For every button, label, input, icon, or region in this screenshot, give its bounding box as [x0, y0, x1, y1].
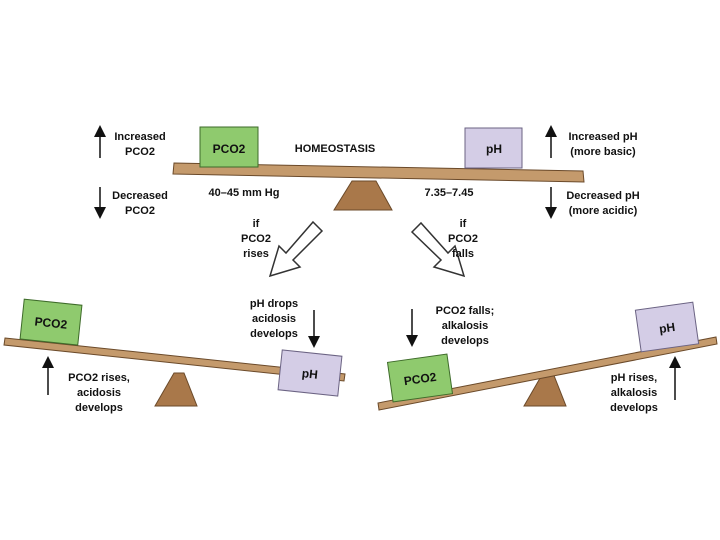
left-pco2-note-line2: acidosis: [77, 387, 121, 399]
right-ph-note-line3: develops: [610, 402, 658, 414]
top-pco2-box: [199, 126, 259, 168]
right-seesaw: PCO2 pH PCO2 falls; alkalosis develops p…: [377, 301, 718, 414]
right-pco2-note-line3: develops: [441, 335, 489, 347]
top-seesaw: PCO2 pH HOMEOSTASIS 40–45 mm Hg 7.35–7.4…: [172, 126, 585, 211]
top-pco2-range: 40–45 mm Hg: [209, 187, 280, 199]
transition-left-line3: rises: [243, 248, 269, 260]
decreased-ph-line2: (more acidic): [569, 205, 638, 217]
right-pco2-box: [386, 353, 454, 403]
top-right-legend: Increased pH (more basic) Decreased pH (…: [545, 125, 640, 219]
left-pco2-label: PCO2: [34, 314, 68, 331]
transition-right-line1: if: [460, 218, 467, 230]
left-pco2-note-line3: develops: [75, 402, 123, 414]
left-ph-note-line1: pH drops: [250, 298, 298, 310]
left-pco2-note-line1: PCO2 rises,: [68, 372, 130, 384]
left-plank: [3, 337, 346, 382]
transition-right-line2: PCO2: [448, 233, 478, 245]
right-plank: [377, 336, 718, 411]
left-fulcrum: [154, 372, 198, 407]
top-pco2-label: PCO2: [213, 142, 246, 156]
decreased-ph-line1: Decreased pH: [566, 190, 639, 202]
transition-left-line1: if: [253, 218, 260, 230]
transition-left-line2: PCO2: [241, 233, 271, 245]
left-seesaw: PCO2 pH pH drops acidosis develops PCO2 …: [3, 298, 346, 414]
left-ph-box: [277, 349, 343, 397]
increased-ph-line2: (more basic): [570, 146, 636, 158]
transition-right: if PCO2 falls: [410, 218, 478, 278]
increased-pco2-line2: PCO2: [125, 146, 155, 158]
right-ph-label: pH: [658, 320, 676, 336]
left-ph-note-line2: acidosis: [252, 313, 296, 325]
decreased-pco2-line2: PCO2: [125, 205, 155, 217]
top-plank: [172, 162, 585, 183]
transition-right-line3: falls: [452, 248, 474, 260]
top-title: HOMEOSTASIS: [295, 143, 375, 155]
decreased-pco2-line1: Decreased: [112, 190, 168, 202]
top-ph-range: 7.35–7.45: [425, 187, 474, 199]
hollow-arrow-icon: [410, 221, 466, 278]
hollow-arrow-icon: [268, 220, 324, 278]
transition-left: if PCO2 rises: [241, 218, 324, 278]
left-ph-note-line3: develops: [250, 328, 298, 340]
left-pco2-box: [19, 298, 83, 346]
increased-ph-line1: Increased pH: [568, 131, 637, 143]
right-ph-note-line2: alkalosis: [611, 387, 657, 399]
top-ph-box: [464, 127, 523, 169]
left-ph-label: pH: [301, 366, 318, 382]
right-pco2-label: PCO2: [403, 370, 438, 388]
right-pco2-note-line2: alkalosis: [442, 320, 488, 332]
top-fulcrum: [333, 180, 393, 211]
right-ph-box: [634, 301, 700, 353]
increased-pco2-line1: Increased: [114, 131, 165, 143]
top-left-legend: Increased PCO2 Decreased PCO2: [94, 125, 168, 219]
right-ph-note-line1: pH rises,: [611, 372, 657, 384]
top-ph-label: pH: [486, 142, 502, 156]
right-pco2-note-line1: PCO2 falls;: [436, 305, 495, 317]
